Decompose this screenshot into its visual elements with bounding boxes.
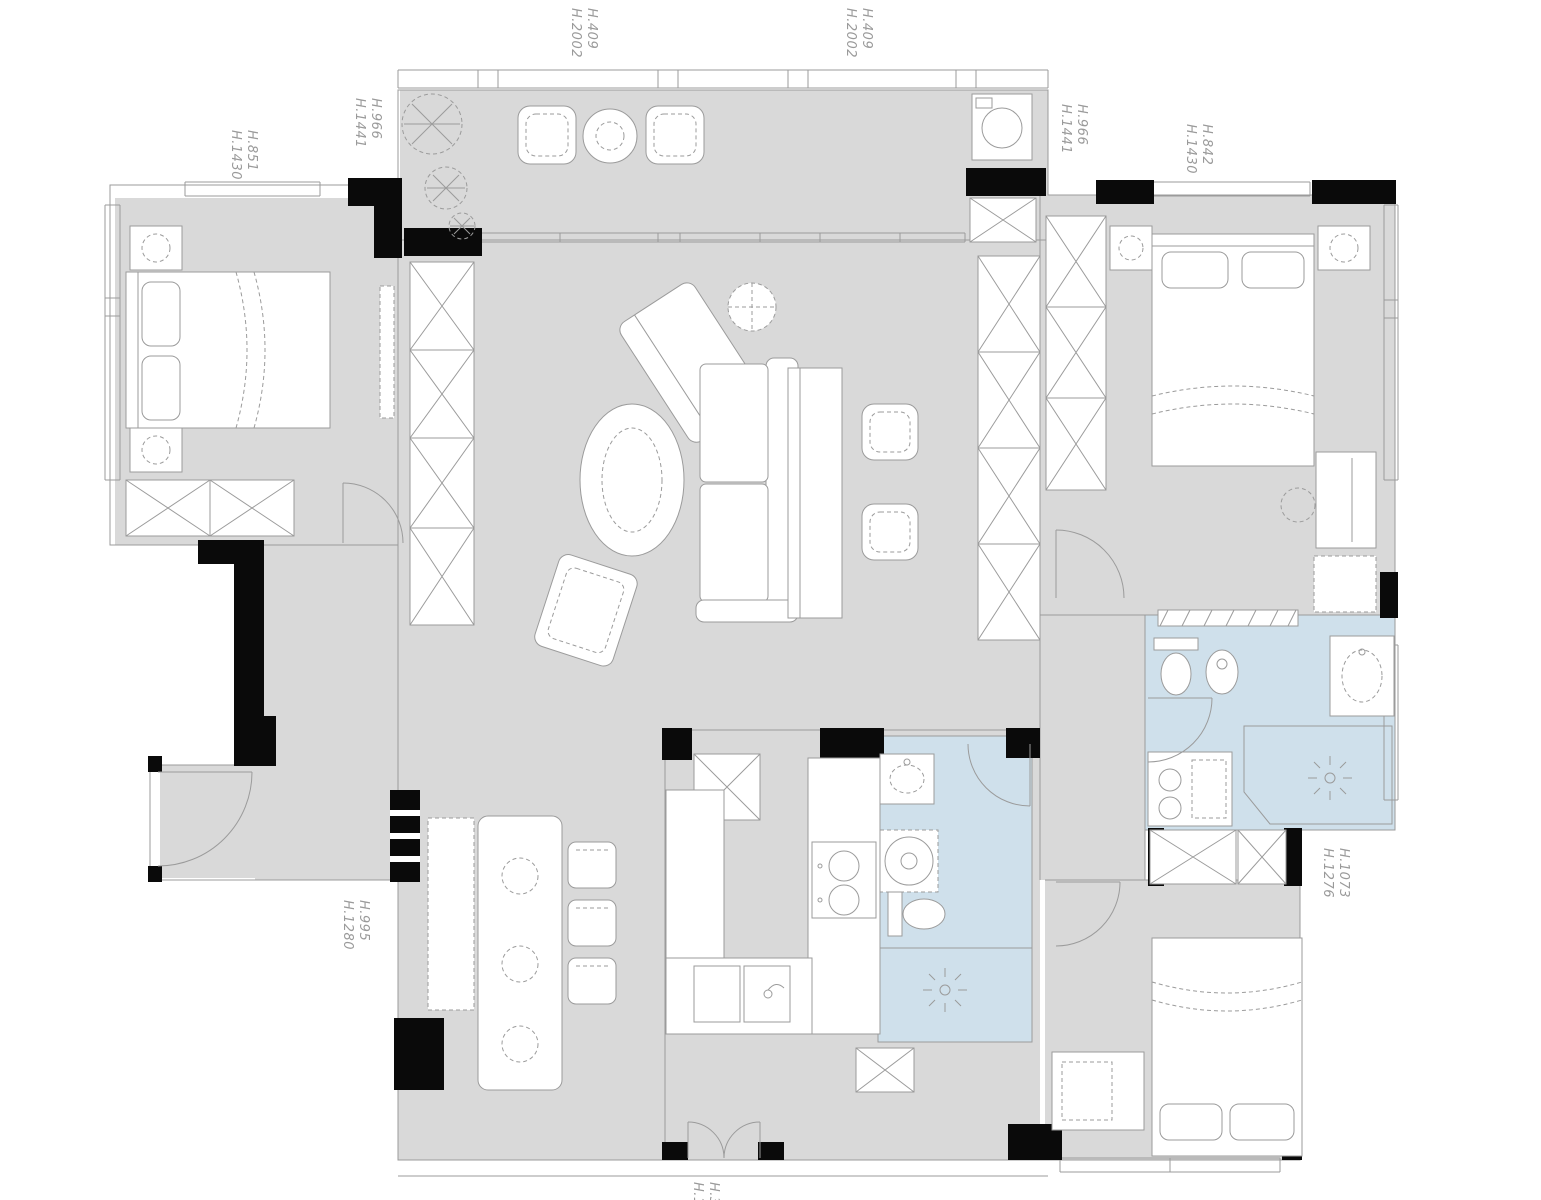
bed-1 [125,271,331,429]
nightstand [129,225,183,271]
door-arc [1055,881,1121,947]
balcony-chair [645,105,705,165]
toilet-icon [1153,637,1199,696]
dining-table [477,815,563,1091]
living-room [534,282,919,667]
bedroom-3 [1051,881,1303,1157]
toilet-icon [887,891,946,937]
shower-area [880,947,1032,1012]
dining-area [427,815,617,1091]
dim-label: H.409 [859,8,874,49]
dim-label: H.1430 [1183,124,1198,174]
kitchen [665,757,881,1035]
laundry-unit [1147,751,1233,827]
lamp-icon [141,435,171,465]
dim-label: H.1441 [352,98,367,148]
sink-counter [1329,635,1395,717]
lamp-icon [1118,235,1144,261]
lamp-icon [1329,233,1359,263]
tv-icon [379,285,395,419]
sink-counter [879,753,935,805]
balcony-chair [517,105,577,165]
dim-label: H.966 [368,98,383,139]
bench [427,817,475,1011]
hall-floor [255,545,398,880]
dim-label: H.1441 [1058,104,1073,154]
dim-label: H.1276 [1320,848,1335,898]
entry-floor [160,765,255,878]
dining-chair [567,957,617,1005]
bed-2 [1151,233,1315,467]
dim-label: H.1073 [1336,848,1351,898]
shower-head-icon [1308,756,1352,800]
dim-label: H.2002 [568,8,583,58]
bedroom-2 [1055,225,1377,613]
balcony-floor [400,90,1048,240]
shower-head-icon [923,968,967,1012]
dining-chair [567,899,617,947]
balcony-table [582,108,638,164]
dim-label: H.409 [584,8,599,49]
nightstand [129,427,183,473]
door-arc [967,743,1031,807]
side-chair [861,403,919,461]
stove-icon [811,841,877,919]
vanity-desk [1280,451,1377,613]
bathroom-window-hatch [1157,609,1299,627]
shower-area [1243,725,1393,825]
dim-label: H.3 [706,1182,721,1200]
dim-label: H.966 [1074,104,1089,145]
dim-label: H.851 [244,130,259,171]
dim-label: H.1280 [340,900,355,950]
nightstand [1317,225,1371,271]
washing-machine [971,93,1033,161]
windows [104,69,1399,1173]
built-in-cabinets [125,197,1287,1093]
bedroom-1 [125,225,404,544]
bathroom-main [1147,635,1395,827]
lamp-icon [141,233,171,263]
side-chair [861,503,919,561]
dim-label: H.842 [1199,124,1214,165]
door-arc [342,482,404,544]
corridor-floor [1040,615,1145,880]
shoe-cabinet [390,790,420,882]
console-table [787,367,843,619]
stool [1280,487,1316,523]
dim-label: H.2002 [843,8,858,58]
ottoman [534,554,638,667]
side-table [727,282,777,332]
door-arc [1147,697,1213,763]
dining-chair [567,841,617,889]
nightstand [1109,225,1153,271]
dim-label: H.995 [356,900,371,941]
counter [665,789,725,961]
dimension-labels: H.2002 H.409 H.2002 H.409 H.1441 H.966 H… [228,8,1351,1200]
bidet-icon [1205,649,1239,695]
double-door [687,1121,761,1159]
balcony [401,93,1033,240]
plant-icon [401,93,476,240]
bathroom-small [879,743,1032,1012]
kitchen-sink [665,957,813,1035]
bed-3 [1151,937,1303,1157]
coffee-table [579,403,685,557]
door-arc [1055,529,1125,599]
washing-machine [879,829,939,893]
desk [1051,1051,1145,1131]
dim-label: H.1430 [228,130,243,180]
dim-label: H.1 [690,1182,705,1200]
entry-door [157,771,253,867]
